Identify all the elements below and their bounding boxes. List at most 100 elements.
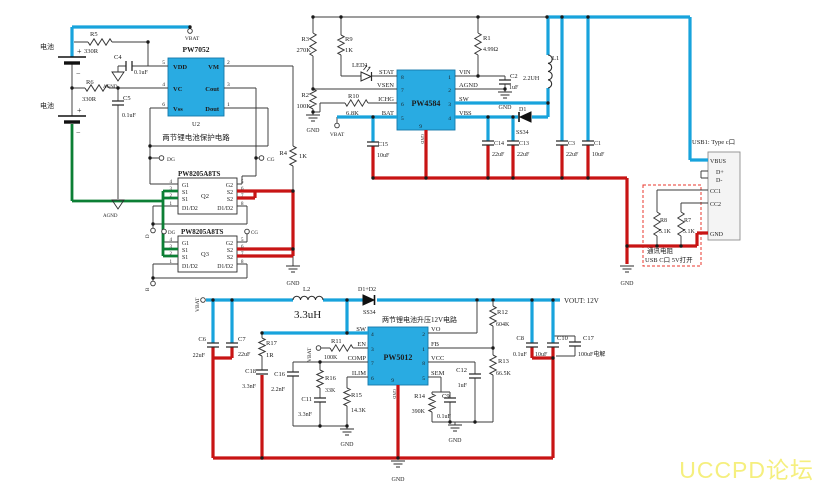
test-point [200, 297, 206, 303]
q3-title: PW8205A8TS [181, 228, 224, 236]
l1-value: 2.2UH [523, 76, 540, 82]
pw5012-pin-fb: FB [431, 341, 440, 348]
q2-tp-d-label: D [146, 234, 151, 238]
battery2-plus: + [77, 106, 82, 115]
q3-pin-g1: G1 [182, 241, 189, 247]
junction-dot [291, 189, 295, 193]
pw4584-title: PW4584 [412, 99, 441, 108]
gnd-sem-label: GND [449, 438, 463, 444]
r1-value: 4.99Ω [483, 47, 499, 53]
r4-ref: R4 [279, 150, 287, 157]
pw5012-title: PW5012 [384, 353, 413, 362]
c3-value: 22uF [566, 152, 579, 158]
usb-pin-vbus: VBUS [710, 159, 726, 165]
u2-pin4-num: 4 [162, 82, 165, 88]
c2-ref: C2 [510, 73, 518, 80]
c12-ref: C12 [456, 367, 467, 374]
test-point [315, 345, 322, 351]
pw5012-pin1-num: 1 [422, 347, 425, 353]
u2-pin-vdd: VDD [173, 64, 187, 71]
c9-value: 0.1uF [437, 414, 452, 420]
q2-pin-s2a: S2 [227, 190, 233, 196]
comm-resistor-dashed-box [642, 184, 702, 267]
junction-dot [260, 456, 264, 460]
junction-dot [545, 15, 549, 19]
junction-dot [345, 331, 349, 335]
junction-dot [491, 346, 495, 350]
watermark: UCCPD论坛 [679, 457, 814, 483]
junction-dot [116, 86, 120, 90]
c15-value: 10uF [377, 153, 390, 159]
c3-ref: C3 [568, 141, 575, 147]
u2-pin5-num: 5 [162, 60, 165, 66]
test-point [150, 227, 156, 234]
junction-dot [318, 360, 322, 364]
c2-value: 1uF [509, 85, 519, 91]
r2-ref: R2 [301, 92, 309, 99]
r9-value: 1K [345, 47, 353, 54]
junction-dot [655, 244, 659, 248]
junction-dot [396, 456, 400, 460]
q3-ref: Q3 [201, 251, 209, 258]
c11-value: 3.3nF [298, 412, 313, 418]
junction-dot [148, 156, 152, 160]
protection-caption: 两节锂电池保护电路 [162, 132, 230, 142]
cg-label: CG [267, 157, 275, 163]
junction-dot [511, 115, 515, 119]
d1d2-diode [362, 294, 376, 306]
q2-pin7-num: 7 [241, 194, 244, 199]
q3-pin4-num: 4 [170, 238, 173, 243]
vbat-charger-label: VBAT [330, 132, 345, 138]
u2-pin-vm: VM [208, 64, 219, 71]
resistor-symbols [84, 32, 686, 413]
pw4584-chip [396, 69, 456, 131]
c17-value: 100uF电解 [578, 350, 605, 358]
q2-pin-d12r: D1/D2 [217, 206, 233, 212]
r10-ref: R10 [348, 93, 359, 100]
c13-ref: C13 [519, 141, 529, 147]
battery1-label: 电池 [40, 42, 54, 51]
junction-dot [551, 298, 555, 302]
q3-pin-s2a: S2 [227, 248, 233, 254]
test-point [150, 280, 156, 287]
q2-pin-s2b: S2 [227, 197, 233, 203]
c14-value: 22uF [492, 152, 505, 158]
l2-ref: L2 [303, 286, 310, 293]
q2-pin1-num: 1 [170, 202, 173, 207]
r5-value: 330R [84, 48, 99, 55]
pw4584-pin2-num: 2 [448, 88, 451, 94]
r9-ref: R9 [345, 36, 353, 43]
q2-ref: Q2 [201, 193, 209, 200]
pw4584-pin-bat: BAT [382, 110, 394, 117]
q3-pin3-num: 3 [170, 245, 173, 250]
q2-pin4-num: 4 [170, 180, 173, 185]
pw5012-pin9-gnd-label: GND [392, 389, 397, 399]
junction-dot [491, 298, 495, 302]
junction-dot [424, 176, 428, 180]
u2-title: PW7052 [182, 45, 209, 54]
r11-ref: R11 [331, 338, 342, 345]
r4-value: 1K [299, 153, 307, 160]
q3-pin5-num: 5 [241, 238, 244, 243]
junction-dot [560, 176, 564, 180]
junction-dot [311, 15, 315, 19]
u2-pin1-num: 1 [227, 102, 230, 108]
q3-cg-label: CG [251, 231, 258, 236]
junction-dot [371, 115, 375, 119]
junction-dot [560, 15, 564, 19]
r13-value: 66.5K [496, 371, 512, 377]
q2-pw8205a8ts-body [177, 177, 238, 215]
r16-value: 33K [325, 388, 336, 394]
usb-pin-dplus: D+ [716, 170, 724, 176]
dg-label: DG [167, 157, 175, 163]
u2-pw7052-chip [167, 57, 225, 117]
c8-value: 0.1uF [513, 352, 528, 358]
r10-value: 6.8K [346, 110, 359, 117]
junction-dot [546, 101, 550, 105]
pw5012-pin5-num: 5 [422, 376, 425, 382]
test-point [158, 155, 165, 161]
u2-ref: U2 [192, 121, 200, 128]
junction-dot [70, 86, 74, 90]
r15-value: 14.3K [351, 408, 367, 414]
